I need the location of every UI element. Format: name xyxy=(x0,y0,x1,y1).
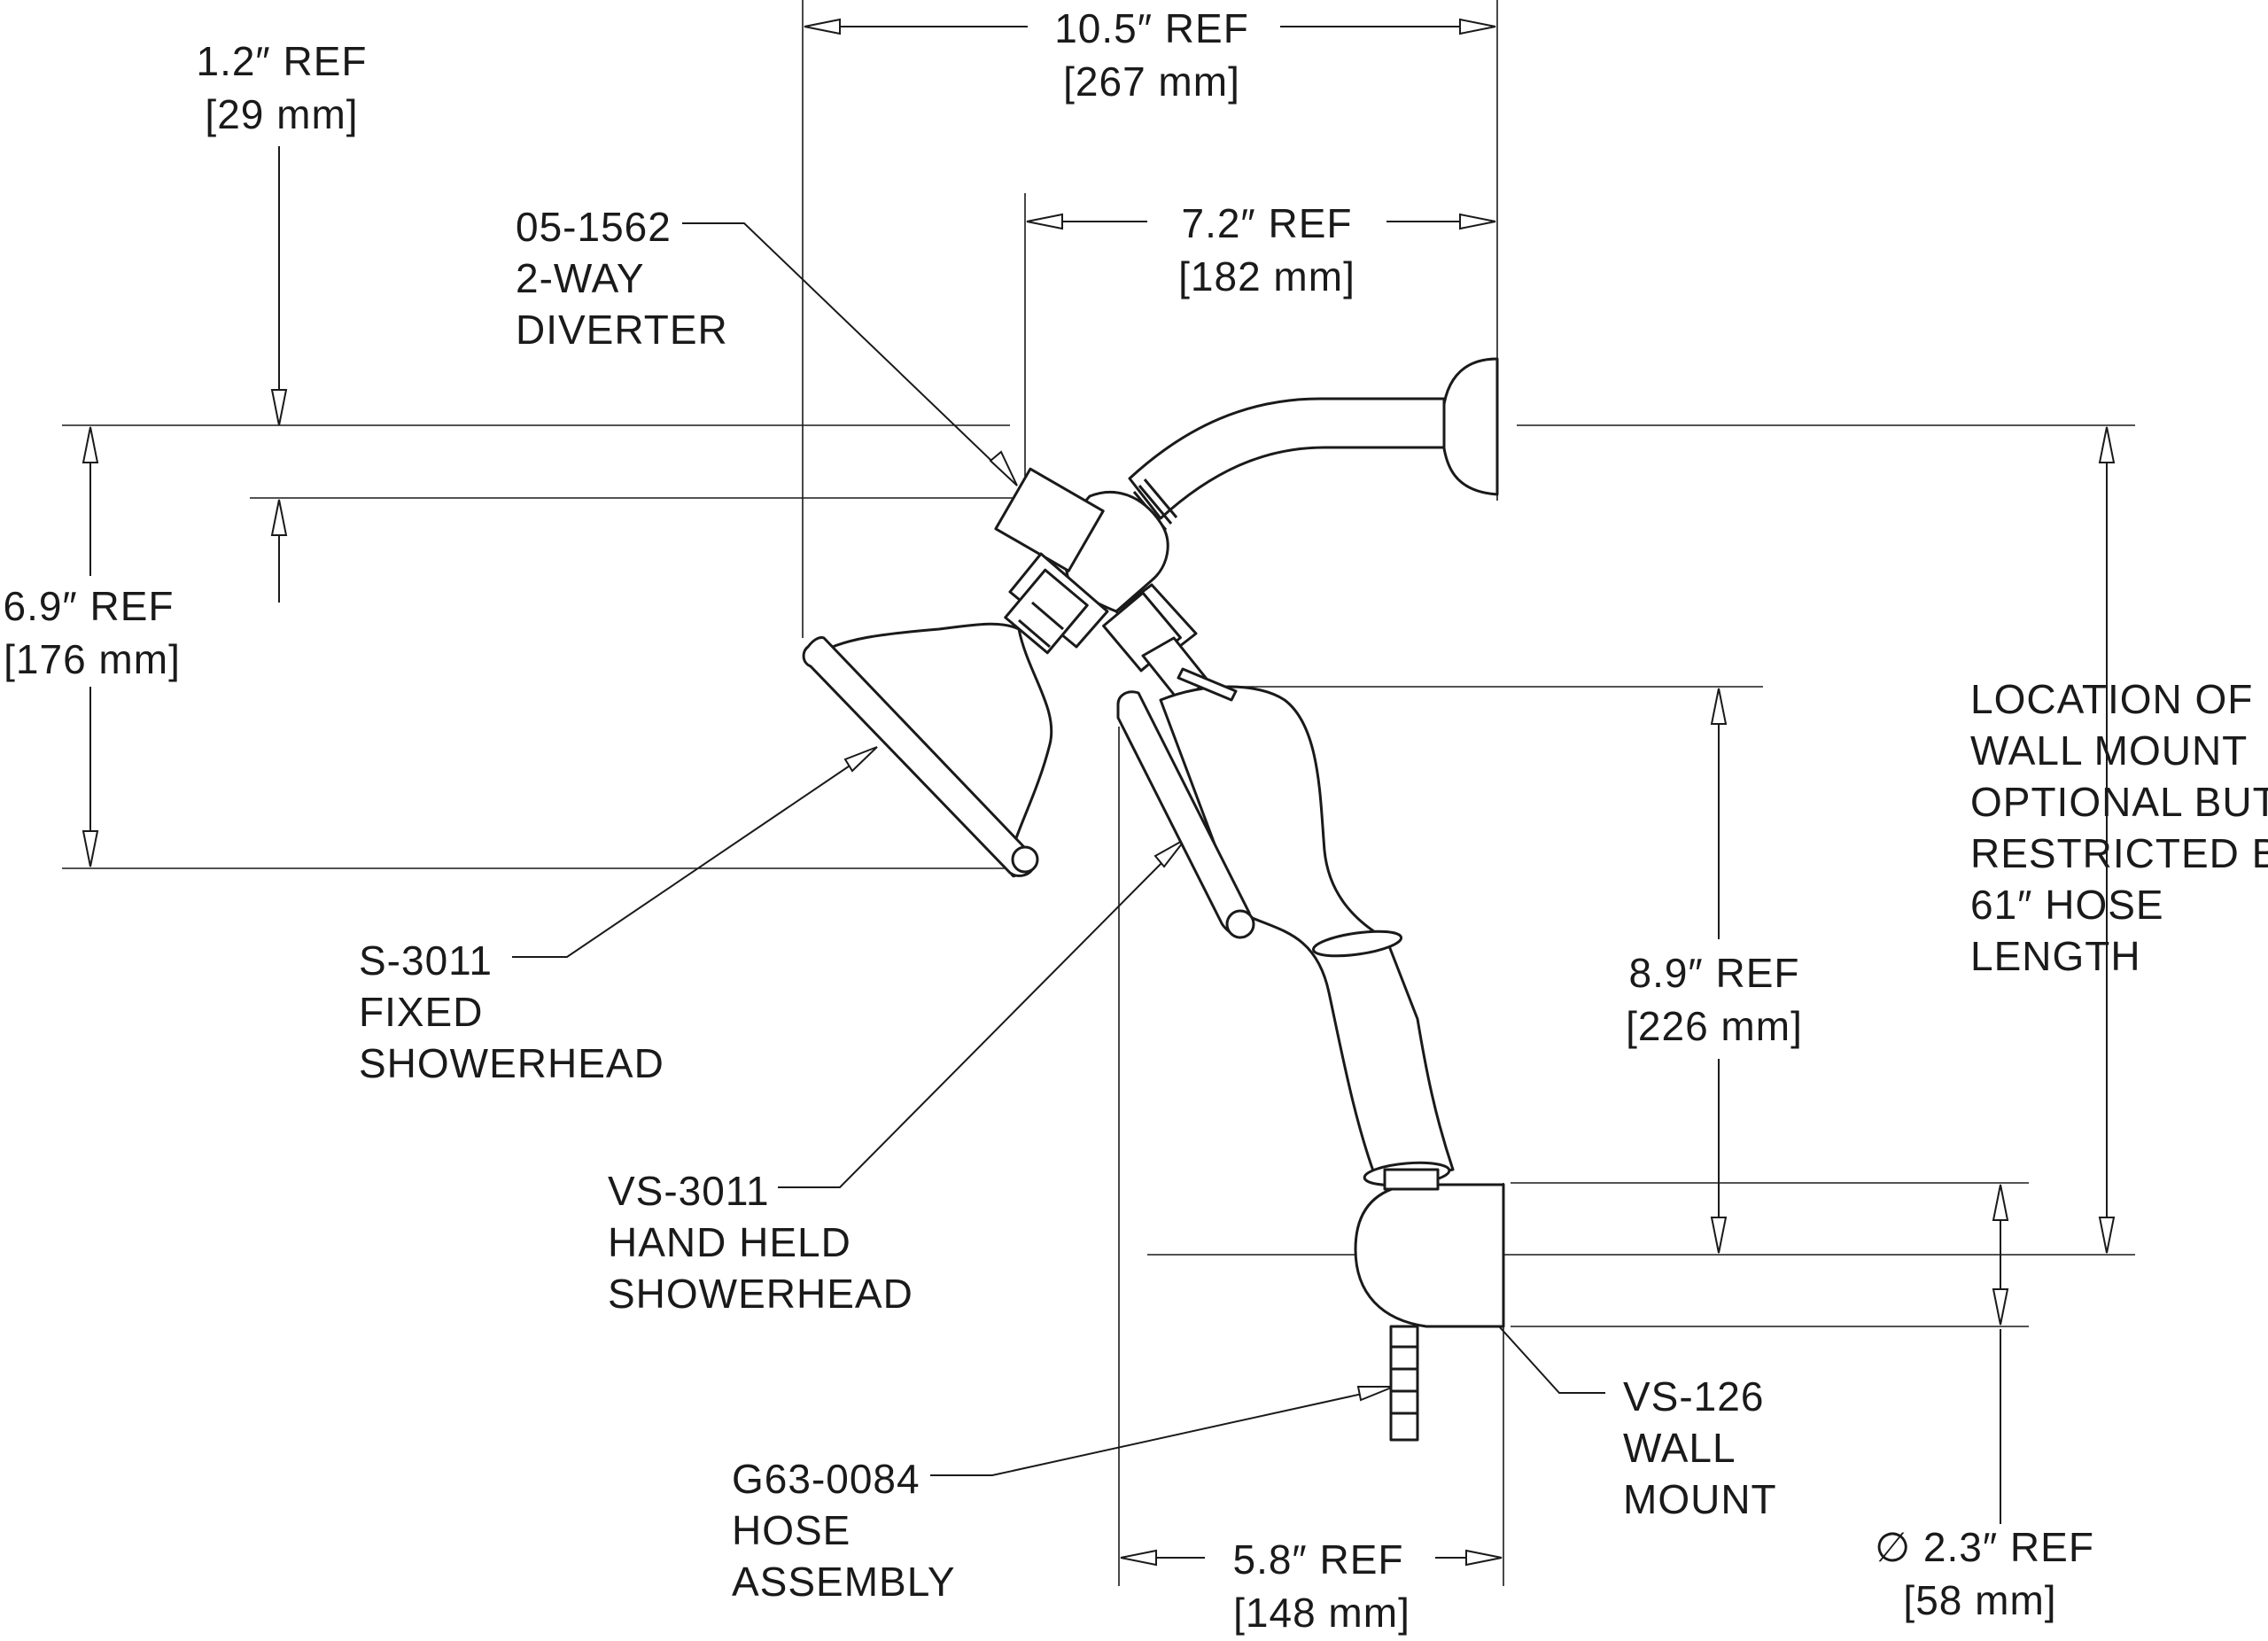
note-line-1: LOCATION OF xyxy=(1970,676,2253,722)
extension-lines xyxy=(62,0,2135,1586)
mount-diameter-metric: [58 mm] xyxy=(1903,1577,2056,1623)
wall-mount-line2: MOUNT xyxy=(1623,1476,1777,1522)
overall-width-ref: 10.5″ REF xyxy=(1054,5,1249,51)
note-line-5: 61″ HOSE xyxy=(1970,882,2164,928)
mount-diameter-ref: ∅ 2.3″ REF xyxy=(1875,1524,2094,1570)
diverter-width-ref: 7.2″ REF xyxy=(1181,200,1352,246)
overall-width-metric: [267 mm] xyxy=(1063,58,1240,105)
note-line-6: LENGTH xyxy=(1970,933,2141,979)
wall-mount-line1: WALL xyxy=(1623,1425,1736,1471)
diverter-line1: 2-WAY xyxy=(516,255,645,301)
wall-mount xyxy=(1354,1168,1505,1328)
fixed-showerhead xyxy=(802,622,1053,878)
fixed-head-line1: FIXED xyxy=(359,989,483,1035)
mount-width-metric: [148 mm] xyxy=(1233,1590,1410,1636)
dimension-labels: 10.5″ REF [267 mm] 7.2″ REF [182 mm] 1.2… xyxy=(3,5,2093,1636)
fixed-head-number: S-3011 xyxy=(359,937,493,984)
top-offset-ref: 1.2″ REF xyxy=(196,38,367,84)
handheld-height-metric: [226 mm] xyxy=(1626,1003,1803,1049)
shower-arm xyxy=(1128,397,1446,531)
hose-line2: ASSEMBLY xyxy=(732,1559,956,1605)
fixed-head-line2: SHOWERHEAD xyxy=(359,1040,664,1086)
hose-line1: HOSE xyxy=(732,1507,850,1553)
dimension-lines xyxy=(82,18,2116,1567)
part-labels: 05-1562 2-WAY DIVERTER S-3011 FIXED SHOW… xyxy=(359,204,1777,1605)
fixed-head-height-metric: [176 mm] xyxy=(4,636,181,682)
note-line-4: RESTRICTED BY xyxy=(1970,830,2268,876)
wall-mount-number: VS-126 xyxy=(1623,1373,1764,1419)
diverter-width-metric: [182 mm] xyxy=(1178,253,1355,299)
top-offset-metric: [29 mm] xyxy=(205,91,358,137)
handheld-height-ref: 8.9″ REF xyxy=(1628,950,1799,996)
diverter-number: 05-1562 xyxy=(516,204,672,250)
hose-number: G63-0084 xyxy=(732,1456,920,1502)
handheld-line1: HAND HELD xyxy=(608,1219,851,1265)
wall-mount-location-note: LOCATION OF WALL MOUNT OPTIONAL BUT REST… xyxy=(1970,676,2268,979)
handheld-showerhead xyxy=(1116,667,1455,1187)
fixed-head-height-ref: 6.9″ REF xyxy=(3,583,174,629)
handheld-number: VS-3011 xyxy=(608,1168,770,1214)
note-line-3: OPTIONAL BUT xyxy=(1970,779,2268,825)
diverter-line2: DIVERTER xyxy=(516,307,728,353)
handheld-line2: SHOWERHEAD xyxy=(608,1271,913,1317)
note-line-2: WALL MOUNT xyxy=(1970,727,2248,774)
wall-flange xyxy=(1441,357,1499,496)
hose-assembly xyxy=(1389,1325,1419,1442)
mount-width-ref: 5.8″ REF xyxy=(1232,1536,1403,1583)
